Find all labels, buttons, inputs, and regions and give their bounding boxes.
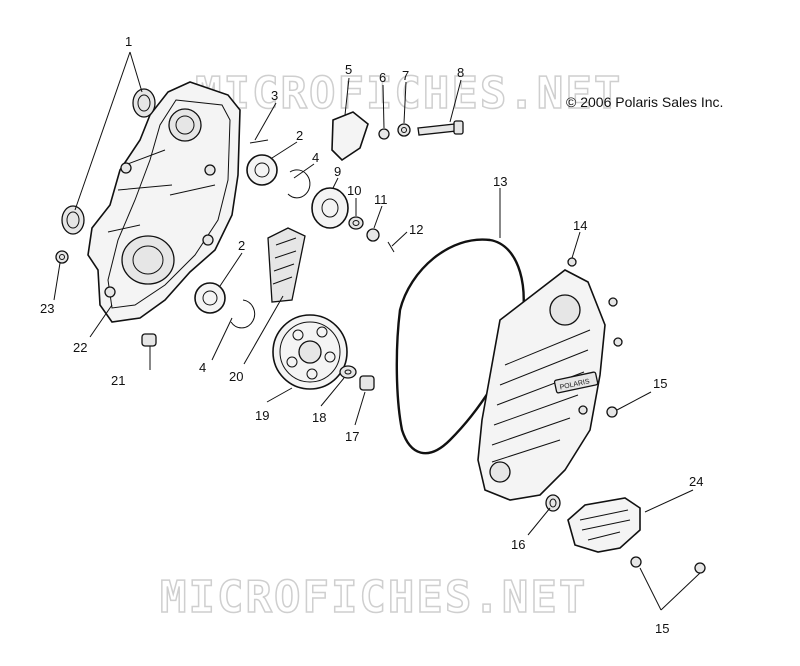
part-7-washer bbox=[397, 123, 411, 137]
leader-lines bbox=[53, 51, 701, 611]
callout-18: 18 bbox=[312, 410, 326, 425]
part-3-pin bbox=[249, 139, 269, 144]
part-23-nut bbox=[55, 250, 69, 264]
callout-4-upper: 4 bbox=[312, 150, 319, 165]
watermark-top: MICROFICHES.NET bbox=[195, 68, 622, 119]
part-4-snap-ring-upper bbox=[287, 169, 311, 199]
watermark-bottom: MICROFICHES.NET bbox=[160, 572, 587, 623]
callout-10: 10 bbox=[347, 183, 361, 198]
callout-19: 19 bbox=[255, 408, 269, 423]
callout-22: 22 bbox=[73, 340, 87, 355]
part-12-cotter-pin bbox=[387, 241, 395, 253]
part-19-sprocket bbox=[272, 314, 348, 390]
part-5-tensioner bbox=[331, 111, 369, 162]
part-15-bolt-upper bbox=[606, 406, 618, 418]
part-22-chaincase-housing bbox=[87, 81, 241, 323]
callout-13: 13 bbox=[493, 174, 507, 189]
callout-24: 24 bbox=[689, 474, 703, 489]
part-15-bolts-lower bbox=[630, 556, 706, 574]
callout-8: 8 bbox=[457, 65, 464, 80]
part-2-bearing-upper bbox=[246, 154, 278, 186]
copyright-text: © 2006 Polaris Sales Inc. bbox=[566, 94, 723, 110]
callout-23: 23 bbox=[40, 301, 54, 316]
callout-9: 9 bbox=[334, 164, 341, 179]
callout-3: 3 bbox=[271, 88, 278, 103]
callout-5: 5 bbox=[345, 62, 352, 77]
part-24-guard bbox=[567, 497, 641, 553]
callout-labels: 1 3 2 4 2 4 20 5 6 7 8 9 10 11 12 13 14 … bbox=[40, 34, 703, 636]
callout-11: 11 bbox=[374, 192, 388, 207]
part-21-plug bbox=[141, 333, 157, 347]
callout-17: 17 bbox=[345, 429, 359, 444]
callout-12: 12 bbox=[409, 222, 423, 237]
callout-1: 1 bbox=[125, 34, 132, 49]
part-11-nut bbox=[366, 228, 380, 242]
callout-4-lower: 4 bbox=[199, 360, 206, 375]
callout-16: 16 bbox=[511, 537, 525, 552]
callout-21: 21 bbox=[111, 373, 125, 388]
part-6-nut bbox=[378, 128, 390, 140]
callout-14: 14 bbox=[573, 218, 587, 233]
part-10-washer bbox=[348, 216, 364, 230]
callout-15-lower: 15 bbox=[655, 621, 669, 636]
callout-6: 6 bbox=[379, 70, 386, 85]
part-2-bearing-lower bbox=[194, 282, 226, 314]
part-14-cover: POLARIS bbox=[477, 257, 623, 501]
part-16-seal bbox=[545, 494, 561, 512]
callout-2-upper: 2 bbox=[296, 128, 303, 143]
part-1-seals bbox=[61, 88, 156, 235]
callout-20: 20 bbox=[229, 369, 243, 384]
callout-15-upper: 15 bbox=[653, 376, 667, 391]
part-8-bolt bbox=[417, 120, 464, 136]
part-18-washer bbox=[339, 365, 357, 379]
part-9-gear bbox=[311, 187, 349, 229]
part-20-chain bbox=[267, 227, 306, 303]
callout-2-lower: 2 bbox=[238, 238, 245, 253]
callout-7: 7 bbox=[402, 68, 409, 83]
part-4-snap-ring-lower bbox=[230, 299, 256, 329]
part-17-bolt bbox=[359, 375, 375, 391]
